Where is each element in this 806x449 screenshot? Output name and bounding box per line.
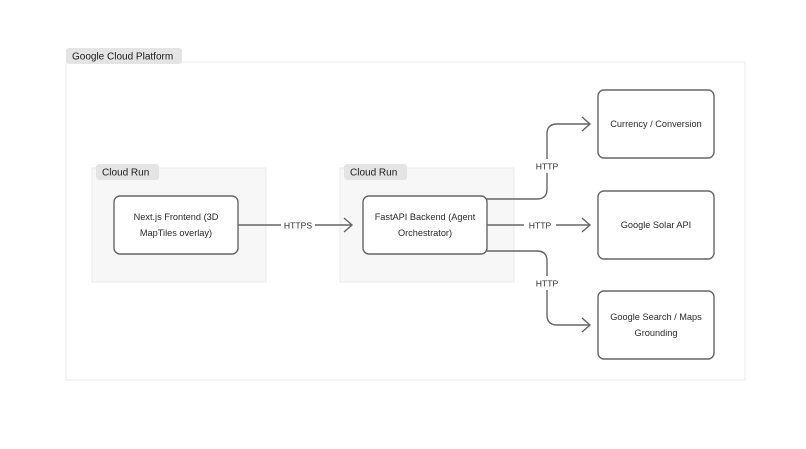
node-backend-box[interactable]: [362, 195, 488, 255]
edge-backend-to-currency: HTTP: [484, 116, 592, 200]
node-frontend-label-line1: Next.js Frontend (3D: [134, 212, 219, 222]
cluster-cloud-run-frontend-label: Cloud Run: [96, 164, 159, 180]
edge-label-http-currency: HTTP: [536, 161, 559, 171]
node-backend-label-line1: FastAPI Backend (Agent: [375, 212, 476, 222]
edge-label-http-grounding: HTTP: [536, 278, 559, 288]
edge-label-https-bg: [281, 218, 315, 232]
node-frontend-box[interactable]: [113, 195, 239, 255]
node-grounding-label-line1: Google Search / Maps: [610, 312, 702, 322]
node-currency-conversion[interactable]: Currency / Conversion: [597, 89, 715, 159]
node-google-solar-api[interactable]: Google Solar API: [597, 190, 715, 260]
edge-label-http-solar: HTTP: [529, 220, 552, 230]
cluster-cloud-run-backend-label: Cloud Run: [344, 164, 407, 180]
cloud-run-frontend-text: Cloud Run: [102, 168, 149, 179]
cloud-run-frontend-pill: [96, 164, 159, 180]
node-google-search-maps-grounding[interactable]: Google Search / Maps Grounding: [597, 290, 715, 360]
edge-label-http-currency-bg: [531, 159, 563, 173]
edge-backend-to-grounding: HTTP: [484, 250, 592, 333]
gcp-label-pill: [66, 48, 182, 64]
edge-label-http-solar-bg: [524, 218, 556, 232]
edge-label-http-grounding-bg: [531, 276, 563, 290]
node-grounding-box[interactable]: [597, 290, 715, 360]
node-backend[interactable]: FastAPI Backend (Agent Orchestrator): [362, 195, 488, 255]
node-currency-box[interactable]: [597, 89, 715, 159]
node-currency-label: Currency / Conversion: [610, 119, 701, 129]
cloud-run-backend-pill: [344, 164, 407, 180]
edge-label-https: HTTPS: [284, 220, 312, 230]
edge-backend-to-solar: HTTP: [484, 217, 592, 233]
node-backend-label-line2: Orchestrator): [398, 228, 452, 238]
node-grounding-label-line2: Grounding: [635, 328, 678, 338]
gcp-label-text: Google Cloud Platform: [72, 52, 173, 63]
edge-frontend-to-backend: HTTPS: [237, 217, 354, 233]
cloud-run-backend-text: Cloud Run: [350, 168, 397, 179]
node-frontend[interactable]: Next.js Frontend (3D MapTiles overlay): [113, 195, 239, 255]
gcp-container-label: Google Cloud Platform: [66, 48, 182, 64]
node-solar-label: Google Solar API: [621, 220, 691, 230]
node-frontend-label-line2: MapTiles overlay): [140, 228, 212, 238]
node-solar-box[interactable]: [597, 190, 715, 260]
